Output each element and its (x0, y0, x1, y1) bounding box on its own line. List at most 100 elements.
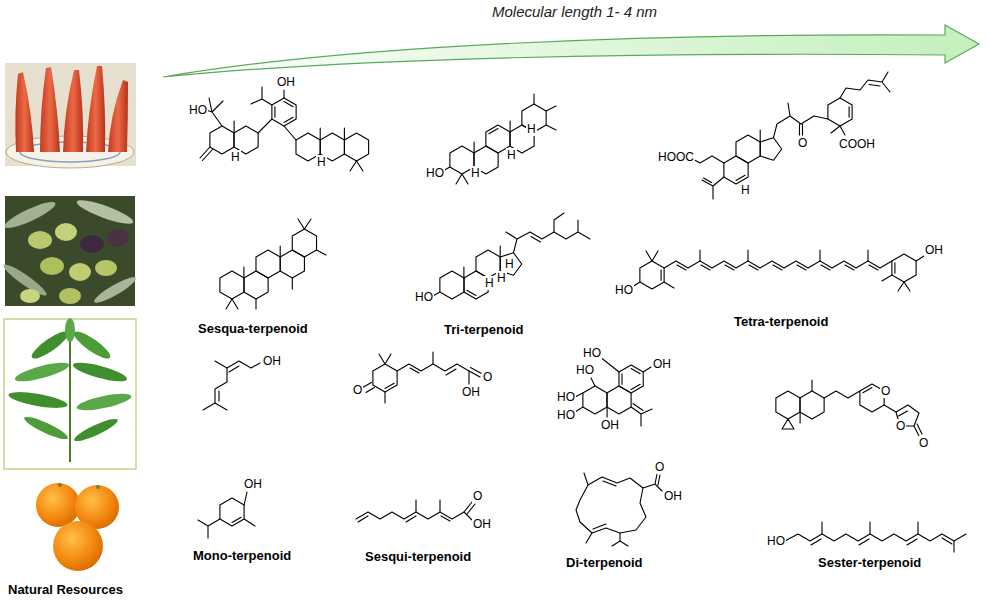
atom-label: OH (243, 477, 263, 491)
sesquaterpenoid-dimer-structure (200, 147, 212, 161)
friedelane-structure (244, 246, 326, 309)
diterpenoid-polyol-structure (607, 386, 631, 414)
geraniol-structure (203, 361, 260, 410)
olive-photo (28, 231, 52, 249)
plant-photo (13, 359, 70, 385)
sterol-structure (531, 213, 564, 242)
olive-photo (69, 263, 91, 281)
atom-label: HO (414, 290, 434, 304)
olive-photo (107, 229, 129, 247)
atom-label: HO (556, 390, 576, 404)
atom-label: O (797, 136, 808, 150)
atom-label: HOOC (657, 150, 695, 164)
length-arrow (163, 25, 979, 77)
atom-label: O (472, 489, 483, 503)
atom-label: O (352, 383, 363, 397)
sesterterpenoid-lactone-structure (800, 391, 824, 419)
ursane-structure (534, 94, 556, 130)
atom-label: O (482, 370, 493, 384)
dienoic-acid-structure (363, 352, 481, 403)
diterpenoid-macrocycle-structure (584, 473, 628, 546)
sesquiterpenoid-acid-structure (358, 500, 450, 522)
sesquaterpenoid-dimer-structure (272, 98, 296, 126)
seco-terpenoid-structure (840, 72, 890, 98)
plant-photo (29, 327, 72, 362)
atom-label: COOH (838, 137, 876, 151)
plant-photo (4, 318, 136, 469)
orange-photo (36, 483, 119, 571)
plant-photo (72, 415, 120, 444)
seco-terpenoid-structure (691, 72, 890, 199)
monoterpenol-structure (220, 498, 244, 526)
olive-photo (20, 289, 40, 303)
dienoic-acid-structure (373, 364, 397, 392)
sesquaterpenoid-dimer-structure (251, 87, 296, 140)
carotenoid-structure (892, 254, 916, 282)
dienoic-acid-structure (379, 354, 391, 403)
olive-photo (2, 198, 58, 233)
plant-photo (69, 335, 71, 462)
atom-label: O (880, 384, 891, 398)
atom-label: H (470, 166, 481, 180)
class-name: Di-terpenoid (566, 555, 643, 571)
seco-terpenoid-structure (760, 138, 782, 161)
terpenoid-illustration (198, 72, 966, 552)
ursane-structure (489, 129, 498, 134)
seco-terpenoid-structure (828, 98, 852, 126)
plant-photo (71, 327, 114, 362)
atom-label: H (740, 183, 751, 197)
atom-label: HO (766, 534, 786, 548)
atom-label: HO (575, 363, 595, 377)
diterpenoid-polyol-structure (583, 386, 607, 414)
olive-photo (95, 260, 117, 276)
dienoic-acid-structure (469, 368, 481, 385)
ursane-structure (442, 94, 556, 184)
class-name: Tetra-terpenoid (734, 314, 828, 330)
atom-label: O (918, 436, 929, 450)
monoterpenol-structure (198, 492, 255, 538)
sesquaterpenoid-dimer-structure (344, 133, 368, 161)
class-name: Mono-terpenoid (193, 548, 291, 564)
atom-label: H (496, 271, 507, 285)
atom-label: H (484, 276, 495, 290)
olive-photo (80, 235, 104, 253)
carrot-photo (5, 63, 136, 168)
class-name: Sesqua-terpenoid (198, 321, 308, 337)
orange-photo (53, 521, 103, 571)
geraniol-structure (203, 361, 260, 410)
carrot-photo (40, 67, 60, 152)
atom-label: OH (663, 489, 683, 503)
carotenoid-structure (700, 250, 868, 261)
sesterterpenol-structure (785, 522, 966, 552)
seco-terpenoid-structure (760, 130, 761, 142)
sesterterpenoid-lactone-structure (824, 391, 860, 398)
olive-photo (55, 223, 77, 241)
diterpenoid-polyol-structure (631, 404, 652, 427)
plant-photo (4, 319, 136, 469)
olive-photo (59, 288, 81, 304)
sterol-structure (432, 213, 590, 299)
atom-label: OH (652, 357, 672, 371)
carotenoid-structure (640, 261, 664, 289)
carotenoid-structure (677, 265, 878, 270)
atom-label: H (230, 150, 241, 164)
atom-label: HO (614, 283, 634, 297)
seco-terpenoid-structure (702, 177, 724, 199)
diterpenoid-macrocycle-structure (576, 477, 646, 533)
olive-photo (75, 196, 135, 228)
diterpenoid-polyol-structure (575, 359, 652, 427)
friedelane-structure (292, 229, 316, 257)
olive-photo (92, 274, 139, 307)
monoterpenol-structure (198, 492, 255, 538)
dienoic-acid-structure (363, 382, 374, 392)
plant-photo (7, 389, 68, 411)
carotenoid-structure (632, 251, 674, 288)
seco-terpenoid-structure (831, 107, 849, 135)
sesterterpenol-structure (785, 534, 954, 541)
plant-photo (75, 390, 132, 413)
atom-label: OH (262, 354, 282, 368)
seco-terpenoid-structure (724, 156, 748, 184)
sesterterpenoid-lactone-structure (782, 419, 794, 429)
